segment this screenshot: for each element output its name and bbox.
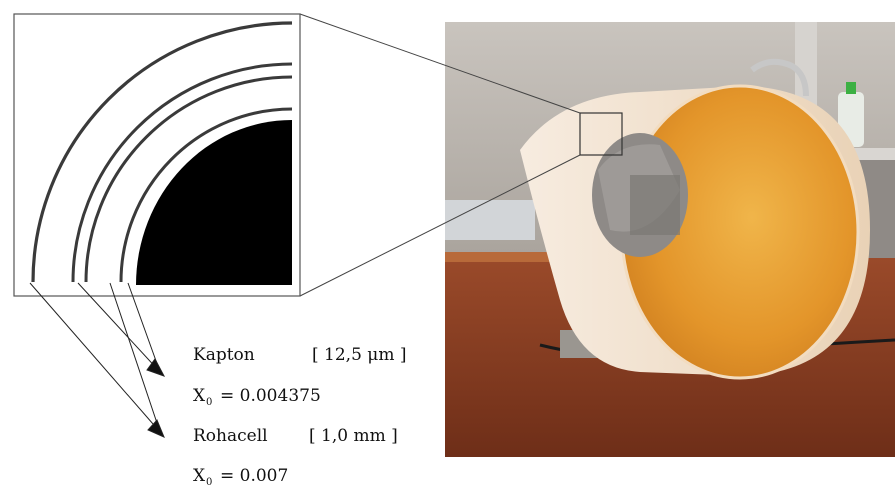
layer-arc-4 (119, 107, 293, 283)
kapton-x0-subscript: 0 (206, 397, 212, 408)
material-labels: Kapton [ 12,5 μm ] X 0 = 0.004375 Rohace… (193, 345, 407, 488)
layer-arc-3 (84, 75, 293, 283)
tube-far-cabinet (630, 175, 680, 235)
kapton-thickness: [ 12,5 μm ] (312, 345, 407, 365)
arrow-line-1 (29, 282, 161, 433)
layer-arc-2 (71, 62, 293, 283)
inset-zoom (13, 13, 301, 297)
photo-bottle-cap (846, 82, 856, 94)
photo-faucet (750, 58, 809, 97)
inset-core (136, 120, 292, 285)
tube-interior (622, 86, 858, 378)
arrow-line-2 (77, 282, 161, 373)
zoom-connector-top (299, 13, 581, 114)
photo-table-edge (445, 252, 605, 262)
rohacell-x0-value: = 0.007 (220, 466, 288, 486)
kapton-x0-symbol: X (193, 386, 206, 406)
zoom-box (579, 112, 623, 156)
rohacell-x0-subscript: 0 (206, 477, 212, 488)
layer-arc-1 (31, 21, 293, 283)
kapton-name: Kapton (193, 345, 255, 365)
kapton-x0-value: = 0.004375 (220, 386, 321, 406)
arrow-line-3 (109, 282, 161, 433)
rohacell-thickness: [ 1,0 mm ] (309, 426, 398, 446)
arrows (29, 282, 166, 438)
arrow-line-4 (127, 282, 161, 373)
rohacell-x0-symbol: X (193, 466, 206, 486)
zoom-connector-bottom (299, 154, 581, 297)
arrowhead-kapton (146, 358, 166, 377)
photo-tube (445, 22, 895, 457)
arrowhead-rohacell (147, 419, 165, 438)
photo-shelf-items (445, 200, 535, 240)
rohacell-name: Rohacell (193, 426, 268, 446)
